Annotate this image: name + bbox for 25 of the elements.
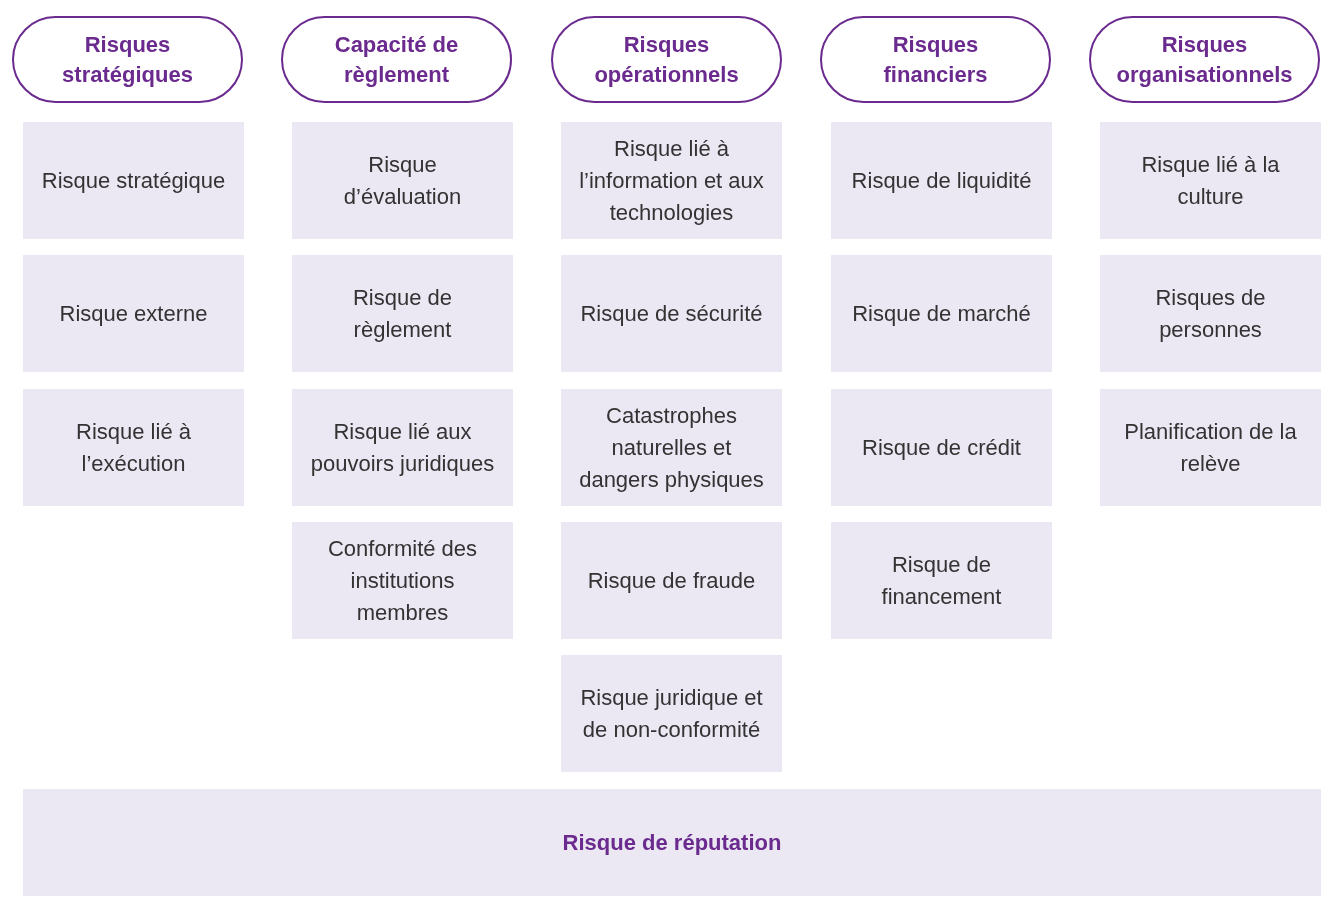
- risk-box: Risque de fraude: [561, 522, 782, 639]
- risk-box: Risque lié à la culture: [1100, 122, 1321, 239]
- risk-box: Risque lié aux pouvoirs juridiques: [292, 389, 513, 506]
- risk-box: Risque de marché: [831, 255, 1052, 372]
- risk-box: Risque de financement: [831, 522, 1052, 639]
- risk-box: Catastrophes naturelles et dangers physiques: [561, 389, 782, 506]
- risk-box: Risque d’évaluation: [292, 122, 513, 239]
- risk-box: Risque de liquidité: [831, 122, 1052, 239]
- category-pill: Risques opérationnels: [551, 16, 782, 103]
- risk-box: Risque externe: [23, 255, 244, 372]
- risk-box: Risque lié à l’information et aux technologies: [561, 122, 782, 239]
- risk-box: Risque lié à l’exécution: [23, 389, 244, 506]
- category-pill: Capacité de règlement: [281, 16, 512, 103]
- risk-box: Risque de sécurité: [561, 255, 782, 372]
- category-pill: Risques stratégiques: [12, 16, 243, 103]
- category-band: Risque de réputation: [23, 789, 1321, 896]
- risk-box: Planification de la relève: [1100, 389, 1321, 506]
- risk-box: Risque de crédit: [831, 389, 1052, 506]
- category-pill: Risques financiers: [820, 16, 1051, 103]
- risk-box: Risque de règlement: [292, 255, 513, 372]
- risk-box: Conformité des institutions membres: [292, 522, 513, 639]
- category-pill: Risques organisationnels: [1089, 16, 1320, 103]
- risk-box: Risque stratégique: [23, 122, 244, 239]
- risk-box: Risque juridique et de non-conformité: [561, 655, 782, 772]
- risk-box: Risques de personnes: [1100, 255, 1321, 372]
